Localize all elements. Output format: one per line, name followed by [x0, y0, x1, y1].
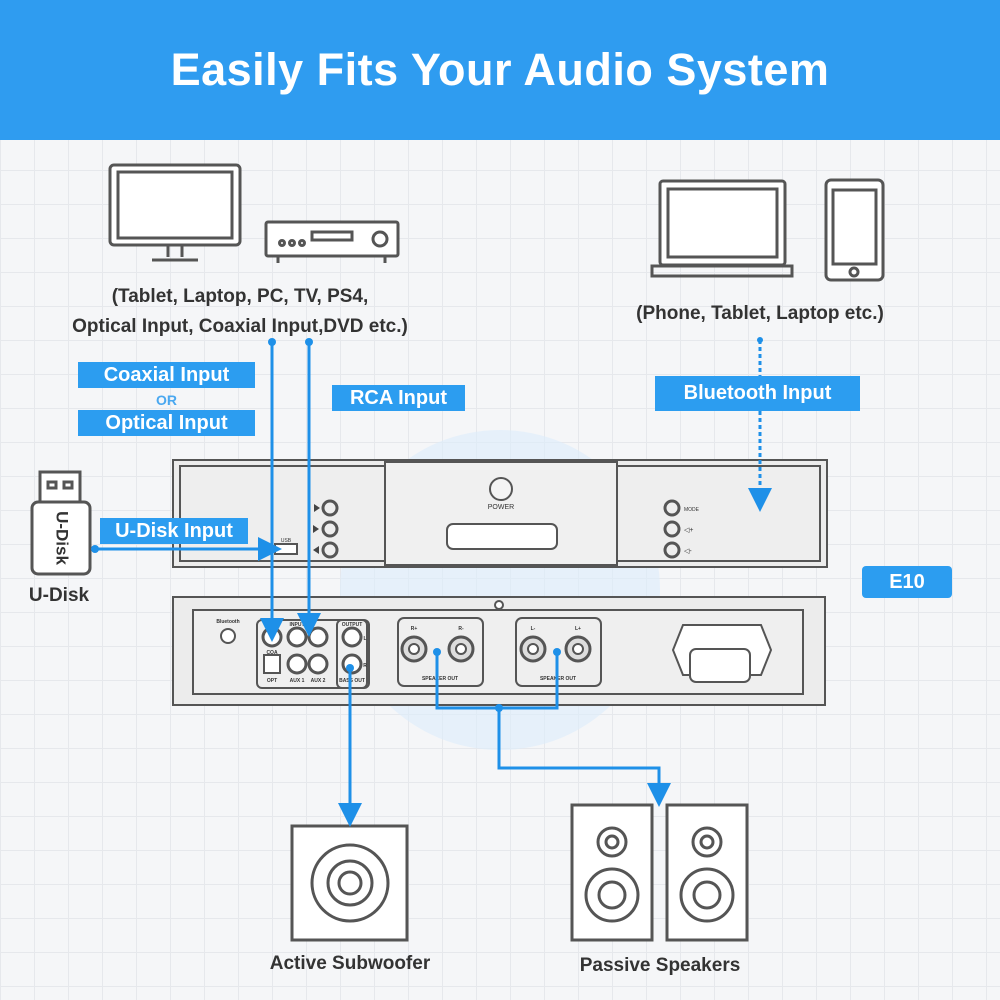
usb-stick-text: U-Disk [53, 511, 72, 565]
output-label: OUTPUT [342, 622, 363, 628]
r-plus-label: R+ [411, 626, 418, 632]
aux1-label: AUX 1 [290, 678, 305, 684]
header-banner: Easily Fits Your Audio System [0, 0, 1000, 140]
bluetooth-antenna-label: Bluetooth [216, 619, 239, 625]
optical-input-label: Optical Input [78, 410, 255, 436]
output-l-label: L [363, 636, 366, 642]
bass-out-label: BASS OUT [339, 678, 365, 684]
opt-label: OPT [267, 678, 277, 684]
coa-label: COA [266, 650, 278, 656]
dvd-player-icon [264, 220, 400, 263]
speakers-label: Passive Speakers [579, 955, 741, 976]
coaxial-input-label: Coaxial Input [78, 362, 255, 388]
front-panel [172, 459, 828, 568]
laptop-icon [650, 179, 794, 278]
r-minus-label: R- [458, 626, 464, 632]
vol-down-label: ◁- [684, 548, 692, 555]
mode-label: MODE [684, 507, 700, 513]
passive-speakers-icon [570, 803, 749, 942]
model-badge: E10 [862, 566, 952, 598]
page-title: Easily Fits Your Audio System [170, 44, 830, 95]
sources-right: (Phone, Tablet, Laptop etc.) [636, 303, 884, 324]
input-label: INPUT [290, 622, 305, 628]
usb-label: USB [281, 538, 292, 544]
subwoofer-label: Active Subwoofer [269, 953, 431, 974]
sources-left-line2: Optical Input, Coaxial Input,DVD etc.) [72, 316, 408, 337]
tv-icon [108, 163, 242, 262]
udisk-label: U-Disk [28, 585, 90, 606]
rca-input-label: RCA Input [332, 385, 465, 411]
or-label: OR [156, 392, 177, 408]
l-plus-label: L+ [575, 626, 581, 632]
subwoofer-icon [290, 824, 409, 942]
l-minus-label: L- [531, 626, 536, 632]
vol-up-label: ◁+ [684, 527, 693, 534]
aux2-label: AUX 2 [311, 678, 326, 684]
speaker-out-r-label: SPEAKER OUT [422, 676, 458, 682]
power-label: POWER [488, 504, 514, 511]
bluetooth-input-label: Bluetooth Input [655, 376, 860, 411]
output-r-label: R [363, 663, 367, 669]
usb-stick-icon [30, 470, 92, 576]
back-panel [172, 596, 826, 706]
sources-left-line1: (Tablet, Laptop, PC, TV, PS4, [111, 286, 369, 307]
phone-icon [824, 178, 885, 282]
udisk-input-label: U-Disk Input [100, 518, 248, 544]
